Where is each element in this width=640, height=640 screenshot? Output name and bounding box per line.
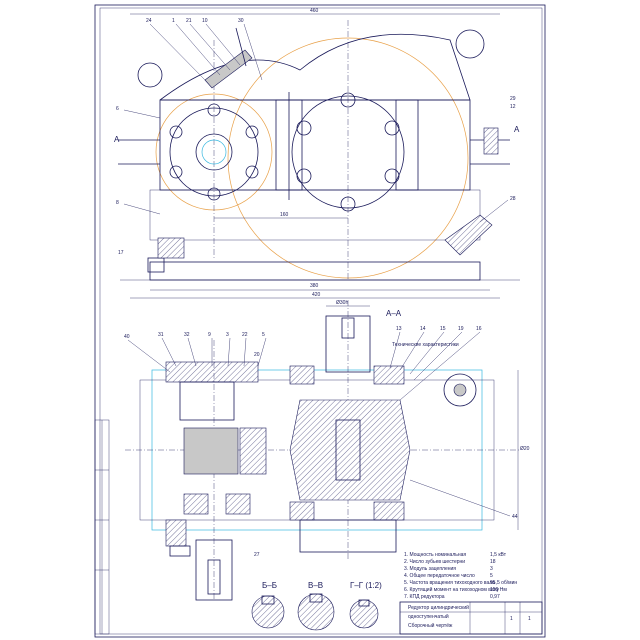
- top-leader-lines: [123, 23, 509, 223]
- svg-text:29: 29: [510, 96, 516, 102]
- svg-text:21: 21: [186, 18, 192, 24]
- top-callouts: 24 1 21 10 30 6 8 17 29 12 28: [116, 18, 516, 256]
- svg-text:31: 31: [158, 332, 164, 338]
- left-cover-bolts: [169, 103, 259, 201]
- dim-base-inner: 380: [310, 283, 319, 289]
- bottom-callouts: 40 31 32 9 3 22 5 13 14 15 19 16 20 44 2…: [124, 326, 518, 558]
- svg-text:7. КПД редуктора: 7. КПД редуктора: [404, 594, 445, 600]
- svg-text:8: 8: [116, 200, 119, 206]
- dim-output-shaft: Ø30h: [336, 300, 348, 306]
- svg-text:Б–Б: Б–Б: [262, 581, 277, 590]
- svg-text:44: 44: [512, 514, 518, 520]
- svg-text:12: 12: [510, 104, 516, 110]
- svg-text:6: 6: [116, 106, 119, 112]
- svg-text:3. Модуль зацепления: 3. Модуль зацепления: [404, 566, 456, 572]
- svg-text:1: 1: [172, 18, 175, 24]
- svg-text:Г–Г (1:2): Г–Г (1:2): [350, 581, 382, 590]
- svg-text:19: 19: [458, 326, 464, 332]
- svg-text:14: 14: [420, 326, 426, 332]
- svg-text:9: 9: [208, 332, 211, 338]
- svg-text:150 Нм: 150 Нм: [490, 587, 507, 593]
- bottom-view: A–A: [124, 300, 530, 601]
- svg-text:28: 28: [510, 196, 516, 202]
- right-cover-bolts: [296, 92, 400, 212]
- svg-text:2. Число зубьев шестерни: 2. Число зубьев шестерни: [404, 559, 465, 565]
- sheet-border: [94, 4, 546, 638]
- dim-base-outer: 420: [312, 292, 321, 298]
- dim-top-overall: 460: [310, 8, 319, 14]
- tech-list: 1. Мощность номинальная 2. Число зубьев …: [404, 552, 517, 600]
- sheet-count: 1: [528, 616, 531, 622]
- left-margin-stamp: [94, 419, 110, 635]
- svg-text:1,5 кВт: 1,5 кВт: [490, 552, 507, 558]
- svg-text:13: 13: [396, 326, 402, 332]
- svg-text:15: 15: [440, 326, 446, 332]
- svg-text:40: 40: [124, 334, 130, 340]
- svg-text:1. Мощность номинальная: 1. Мощность номинальная: [404, 552, 466, 558]
- title-line2: одноступенчатый: [408, 613, 449, 620]
- title-line3: Сборочный чертёж: [408, 622, 453, 629]
- svg-text:22: 22: [242, 332, 248, 338]
- bottom-leader-lines: [127, 331, 511, 517]
- section-bb: Б–Б: [251, 581, 285, 629]
- title-block: Редуктор цилиндрический одноступенчатый …: [399, 601, 543, 635]
- svg-text:5: 5: [262, 332, 265, 338]
- svg-text:3: 3: [490, 566, 493, 572]
- section-marker-a-right: A: [514, 125, 520, 134]
- dim-center-distance: 160: [280, 212, 289, 218]
- section-gg: Г–Г (1:2): [349, 581, 382, 629]
- section-title-aa: A–A: [386, 309, 402, 318]
- svg-text:5: 5: [490, 573, 493, 579]
- svg-text:3: 3: [226, 332, 229, 338]
- svg-text:17: 17: [118, 250, 124, 256]
- tech-title: Технические характеристики: [392, 342, 459, 348]
- svg-text:6. Крутящий момент на тихоходн: 6. Крутящий момент на тихоходном валу: [404, 586, 500, 593]
- svg-text:0,97: 0,97: [490, 594, 500, 600]
- section-marker-a-left: A: [114, 135, 120, 144]
- section-vv: В–В: [297, 581, 335, 631]
- svg-text:27: 27: [254, 552, 260, 558]
- svg-text:10: 10: [202, 18, 208, 24]
- sheet-number: 1: [510, 616, 513, 622]
- svg-text:16: 16: [476, 326, 482, 332]
- svg-text:В–В: В–В: [308, 581, 323, 590]
- svg-text:95,5 об/мин: 95,5 об/мин: [490, 580, 517, 586]
- title-line1: Редуктор цилиндрический: [408, 604, 469, 611]
- svg-text:5. Частота вращения тихоходног: 5. Частота вращения тихоходного вала: [404, 580, 495, 586]
- svg-text:24: 24: [146, 18, 152, 24]
- svg-text:20: 20: [254, 352, 260, 358]
- svg-text:30: 30: [238, 18, 244, 24]
- inner-frame: [99, 7, 543, 635]
- svg-text:32: 32: [184, 332, 190, 338]
- top-view: 460: [114, 8, 520, 299]
- svg-text:4. Общее передаточное число: 4. Общее передаточное число: [404, 573, 475, 579]
- dim-right: Ø20: [520, 446, 530, 452]
- svg-text:18: 18: [490, 559, 496, 565]
